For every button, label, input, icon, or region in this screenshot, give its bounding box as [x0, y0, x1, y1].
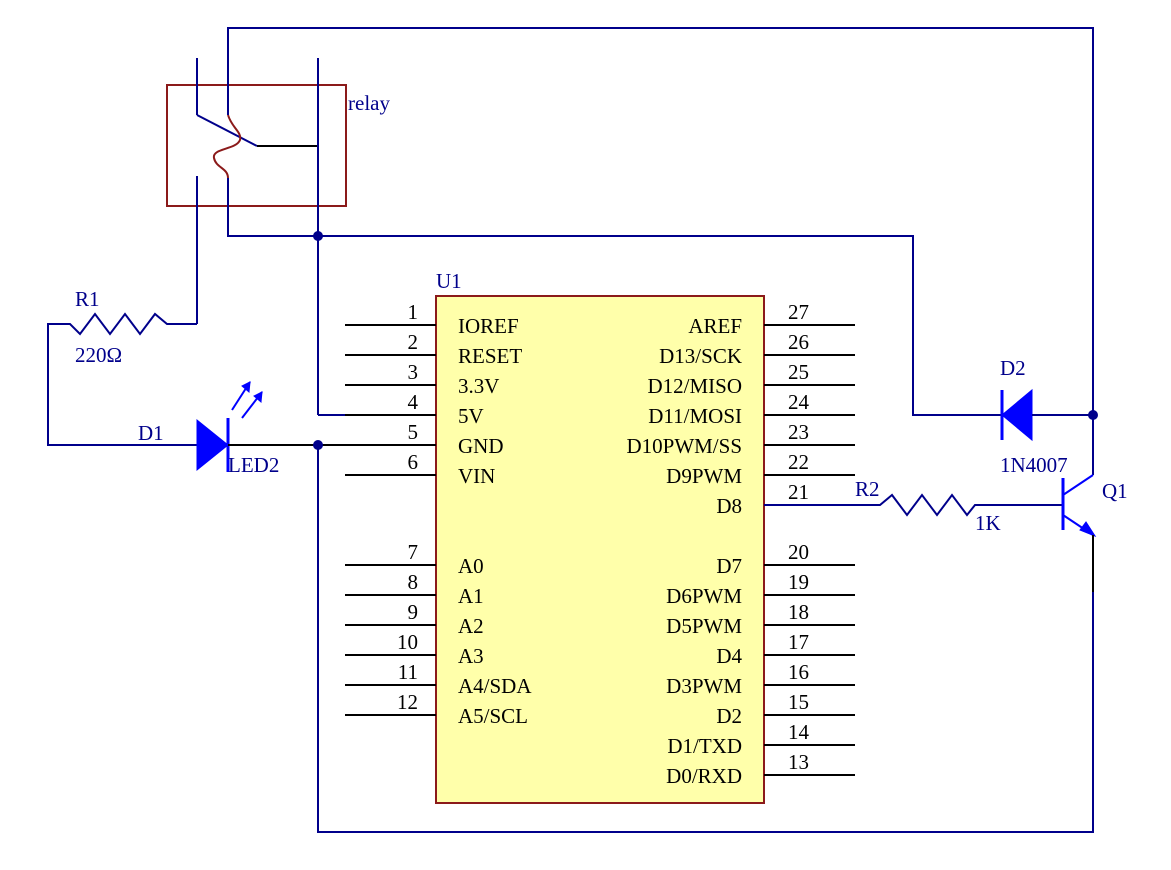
d2-value: 1N4007 [1000, 453, 1068, 477]
relay-label: relay [348, 91, 390, 115]
ic-pin-right-name: D10PWM/SS [626, 434, 742, 458]
junction-gnd [313, 440, 323, 450]
ic-pin-right-name: D7 [716, 554, 742, 578]
ic-pin-left-name: A4/SDA [458, 674, 532, 698]
ic-pin-left-number: 11 [398, 660, 418, 684]
ic-pin-right-number: 18 [788, 600, 809, 624]
ic-pin-left-number: 2 [408, 330, 419, 354]
ic-pin-right-number: 19 [788, 570, 809, 594]
ic-u1-body [435, 295, 765, 804]
ic-pin-left-number: 10 [397, 630, 418, 654]
ic-pin-right-name: D9PWM [666, 464, 742, 488]
relay-switch-arm [196, 114, 258, 147]
ic-pin-left-name: IOREF [458, 314, 519, 338]
ic-pin-right-name: D12/MISO [647, 374, 742, 398]
q1-ref: Q1 [1102, 479, 1128, 503]
ic-pin-left-number: 9 [408, 600, 419, 624]
ic-pin-right-number: 13 [788, 750, 809, 774]
d1-value: LED2 [228, 453, 279, 477]
relay-to-d2-wire [227, 178, 1000, 416]
relay-coil [213, 114, 242, 179]
ic-pin-left-name: A5/SCL [458, 704, 528, 728]
ic-pin-left-number: 5 [408, 420, 419, 444]
ic-pin-right-number: 17 [788, 630, 809, 654]
ic-pin-left-number: 6 [408, 450, 419, 474]
ic-pin-left-name: VIN [458, 464, 495, 488]
ic-pin-right-number: 20 [788, 540, 809, 564]
ic-pin-right-name: AREF [688, 314, 742, 338]
ic-pin-right-name: D3PWM [666, 674, 742, 698]
ic-pin-right-number: 24 [788, 390, 810, 414]
q1-collector [1062, 474, 1094, 496]
ic-pin-left-number: 8 [408, 570, 419, 594]
ic-pin-right-number: 25 [788, 360, 809, 384]
ic-pin-right-name: D2 [716, 704, 742, 728]
ic-pin-right-name: D5PWM [666, 614, 742, 638]
ic-pin-left-name: A2 [458, 614, 484, 638]
ic-pin-right-name: D13/SCK [659, 344, 742, 368]
ic-pin-right-number: 15 [788, 690, 809, 714]
ic-pin-left-number: 1 [408, 300, 419, 324]
d1-ref: D1 [138, 421, 164, 445]
ic-pin-right-number: 16 [788, 660, 809, 684]
ic-pin-right-name: D8 [716, 494, 742, 518]
d2-ref: D2 [1000, 356, 1026, 380]
r1-value: 220Ω [75, 343, 122, 367]
d2-diode-icon [1001, 388, 1033, 442]
led-arrowhead-1 [241, 381, 251, 394]
junction-relay [313, 231, 323, 241]
junction-d2 [1088, 410, 1098, 420]
led-arrowhead-2 [253, 391, 263, 404]
ic-pin-right-name: D0/RXD [666, 764, 742, 788]
ic-pin-left-number: 3 [408, 360, 419, 384]
r1-resistor [47, 312, 197, 446]
ic-pin-right-name: D1/TXD [667, 734, 742, 758]
ground-loop-wire [317, 445, 1094, 833]
ic-pin-right-number: 27 [788, 300, 809, 324]
ic-pin-right-number: 23 [788, 420, 809, 444]
ic-pin-left-number: 4 [408, 390, 419, 414]
ic-pin-right-number: 22 [788, 450, 809, 474]
ic-pin-left-name: A3 [458, 644, 484, 668]
ic-pin-right-name: D6PWM [666, 584, 742, 608]
ic-pin-left-name: 3.3V [458, 374, 499, 398]
ic-pin-right-number: 26 [788, 330, 809, 354]
q1-arrow-icon [1079, 521, 1097, 538]
r1-ref: R1 [75, 287, 100, 311]
top-wire [227, 27, 1094, 475]
ic-pin-left-name: 5V [458, 404, 484, 428]
ic-pin-left-number: 12 [397, 690, 418, 714]
ic-pin-right-name: D11/MOSI [648, 404, 742, 428]
relay-box [166, 84, 347, 207]
r2-value: 1K [975, 511, 1001, 535]
ic-pin-left-number: 7 [408, 540, 419, 564]
ic-pin-right-number: 21 [788, 480, 809, 504]
ic-pin-left-name: GND [458, 434, 504, 458]
r2-ref: R2 [855, 477, 880, 501]
ic-ref: U1 [436, 269, 462, 293]
ic-pin-right-name: D4 [716, 644, 742, 668]
ic-pin-right-number: 14 [788, 720, 810, 744]
ic-pin-left-name: A0 [458, 554, 484, 578]
ic-pin-left-name: A1 [458, 584, 484, 608]
r2-resistor [764, 493, 1063, 517]
ic-pin-left-name: RESET [458, 344, 522, 368]
led-d1-icon [196, 418, 229, 472]
